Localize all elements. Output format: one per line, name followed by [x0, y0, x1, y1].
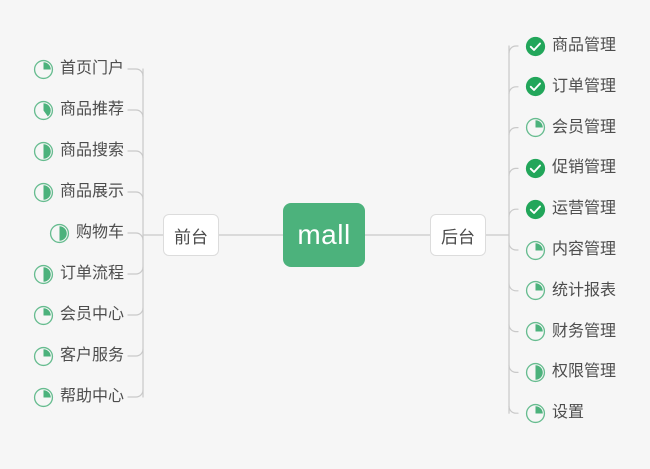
- leaf-node[interactable]: 购物车: [49, 220, 124, 246]
- pie-progress-icon: [33, 305, 54, 325]
- pie-progress-icon: [33, 264, 54, 284]
- pie-progress-icon: [525, 322, 546, 342]
- branch-node-frontend-label: 前台: [174, 227, 208, 247]
- leaf-node[interactable]: 商品管理: [525, 33, 616, 59]
- leaf-node-label: 统计报表: [552, 281, 617, 299]
- pie-progress-icon: [33, 387, 54, 407]
- leaf-node-label: 会员中心: [59, 306, 124, 323]
- leaf-node-label: 运营管理: [552, 200, 617, 218]
- leaf-node-label: 内容管理: [552, 241, 617, 258]
- leaf-node-label: 商品管理: [552, 37, 617, 54]
- leaf-node[interactable]: 运营管理: [525, 196, 616, 222]
- leaf-node-label: 客户服务: [59, 347, 124, 364]
- leaf-node-label: 帮助中心: [59, 388, 124, 405]
- leaf-node-label: 首页门户: [59, 60, 124, 77]
- pie-progress-icon: [33, 59, 54, 79]
- pie-progress-icon: [33, 346, 54, 366]
- leaf-node[interactable]: 设置: [525, 400, 584, 426]
- leaf-node[interactable]: 商品推荐: [33, 97, 124, 123]
- leaf-node[interactable]: 财务管理: [525, 319, 616, 345]
- leaf-node[interactable]: 内容管理: [525, 237, 616, 263]
- branch-node-backend[interactable]: 后台: [430, 214, 486, 256]
- center-node-label: mall: [297, 219, 351, 250]
- leaf-node[interactable]: 客户服务: [33, 343, 124, 369]
- leaf-node-label: 购物车: [75, 224, 124, 241]
- leaf-node[interactable]: 首页门户: [33, 56, 124, 82]
- check-circle-icon: [525, 158, 546, 179]
- leaf-node-label: 订单流程: [59, 265, 124, 282]
- check-circle-icon: [525, 199, 546, 219]
- leaf-node[interactable]: 商品展示: [33, 179, 124, 205]
- pie-progress-icon: [525, 403, 546, 423]
- leaf-node-label: 会员管理: [552, 118, 617, 136]
- leaf-node[interactable]: 统计报表: [525, 278, 616, 304]
- leaf-node-label: 商品展示: [59, 183, 124, 200]
- pie-progress-icon: [33, 100, 54, 120]
- pie-progress-icon: [525, 362, 546, 382]
- pie-progress-icon: [33, 182, 54, 202]
- pie-progress-icon: [525, 281, 546, 301]
- leaf-node-label: 商品搜索: [59, 142, 124, 159]
- branch-node-backend-label: 后台: [441, 227, 475, 247]
- leaf-node[interactable]: 促销管理: [525, 155, 616, 181]
- leaf-node[interactable]: 会员中心: [33, 302, 124, 328]
- leaf-node[interactable]: 会员管理: [525, 115, 616, 141]
- pie-progress-icon: [525, 118, 546, 138]
- check-circle-icon: [525, 36, 546, 56]
- leaf-node[interactable]: 权限管理: [525, 359, 616, 385]
- leaf-node-label: 权限管理: [552, 363, 617, 381]
- leaf-node-label: 财务管理: [552, 322, 617, 340]
- leaf-node-label: 商品推荐: [59, 101, 124, 118]
- leaf-node[interactable]: 订单流程: [33, 261, 124, 287]
- leaf-node-label: 设置: [552, 404, 585, 422]
- leaf-node-label: 促销管理: [552, 159, 617, 177]
- leaf-node[interactable]: 商品搜索: [33, 138, 124, 164]
- leaf-node[interactable]: 帮助中心: [33, 384, 124, 410]
- leaf-node-label: 订单管理: [552, 77, 617, 95]
- check-circle-icon: [525, 77, 546, 97]
- pie-progress-icon: [33, 141, 54, 161]
- pie-progress-icon: [49, 223, 70, 243]
- center-node-mall[interactable]: mall: [283, 203, 365, 267]
- leaf-node[interactable]: 订单管理: [525, 74, 616, 100]
- pie-progress-icon: [525, 240, 546, 260]
- branch-node-frontend[interactable]: 前台: [163, 214, 219, 256]
